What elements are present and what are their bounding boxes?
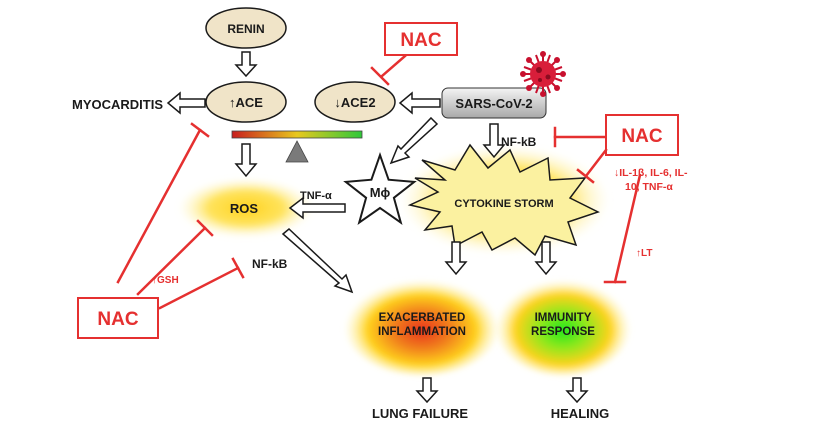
ace2-label: ↓ACE2 (334, 95, 375, 110)
arrow-ace-to-ros (234, 143, 258, 178)
inhibit-nac-to-immunity (603, 173, 642, 284)
healing-label: HEALING (551, 406, 610, 421)
sars-label: SARS-CoV-2 (455, 96, 532, 111)
lung-failure-label: LUNG FAILURE (372, 406, 468, 421)
arrow-sars-to-ace2 (398, 91, 441, 115)
immunity-label-line2: RESPONSE (531, 326, 595, 338)
nac-right-label: NAC (621, 126, 662, 147)
ros-glow (178, 178, 314, 238)
arrow-sars-to-storm (482, 123, 506, 159)
arrow-macrophage-to-ros (288, 196, 346, 220)
ace2-node: ↓ACE2 (314, 81, 396, 123)
inflammation-glow (344, 275, 500, 375)
virus-icon (520, 51, 566, 97)
balance-fulcrum-icon (285, 140, 309, 163)
ace-label: ↑ACE (229, 95, 263, 110)
ace-node: ↑ACE (205, 81, 287, 123)
nac-top-label: NAC (400, 30, 441, 51)
nac-box-left: NAC (77, 297, 159, 339)
macrophage-node: Mϕ (343, 151, 417, 226)
inhibit-nac-to-nfkb-left (158, 257, 245, 310)
immunity-glow (495, 275, 631, 375)
nac-box-right: NAC (605, 114, 679, 156)
nfkb-left-label: NF-kB (252, 257, 288, 271)
lt-label: ↑LT (636, 248, 652, 259)
inhibit-nac-to-ros (136, 219, 214, 296)
inflammation-label-line2: INFLAMMATION (378, 326, 466, 338)
immunity-label-line1: IMMUNITY (535, 312, 592, 324)
arrow-inflammation-to-lung-failure (415, 377, 439, 404)
cytokines-label-line1: ↓IL-1β, IL-6, IL- (614, 167, 688, 179)
balance-bar (231, 130, 363, 139)
renin-label: RENIN (227, 22, 264, 36)
arrow-ros-to-inflammation (281, 227, 354, 294)
renin-node: RENIN (205, 7, 287, 49)
nac-left-label: NAC (97, 309, 138, 330)
ros-label: ROS (230, 201, 259, 216)
gsh-label: ↑GSH (152, 275, 179, 286)
nac-box-top: NAC (384, 22, 458, 56)
inflammation-label-line1: EXACERBATED (379, 312, 466, 324)
inhibit-nac-to-cytokine-storm (576, 148, 608, 184)
arrow-storm-to-inflammation (444, 241, 468, 276)
tnf-alpha-label: TNF-α (300, 190, 332, 202)
arrow-storm-to-immunity (534, 241, 558, 276)
nfkb-top-label: NF-kB (501, 135, 537, 149)
inhibit-nac-to-ace (116, 122, 210, 284)
arrow-ace-to-myocarditis (166, 91, 206, 115)
inhibit-nac-to-ace2 (370, 54, 407, 86)
myocarditis-label: MYOCARDITIS (72, 97, 163, 112)
arrow-sars-to-macrophage (389, 116, 439, 165)
inhibit-nac-to-nfkb (553, 126, 606, 148)
cytokine-storm-label: CYTOKINE STORM (454, 198, 553, 210)
arrow-renin-to-ace (234, 51, 258, 78)
arrow-immunity-to-healing (565, 377, 589, 404)
cytokine-storm-node: CYTOKINE STORM (407, 143, 600, 257)
cytokines-label-line2: 10, TNF-α (625, 181, 673, 193)
macrophage-label: Mϕ (370, 185, 391, 200)
sars-cov-2-node: SARS-CoV-2 (441, 87, 547, 119)
